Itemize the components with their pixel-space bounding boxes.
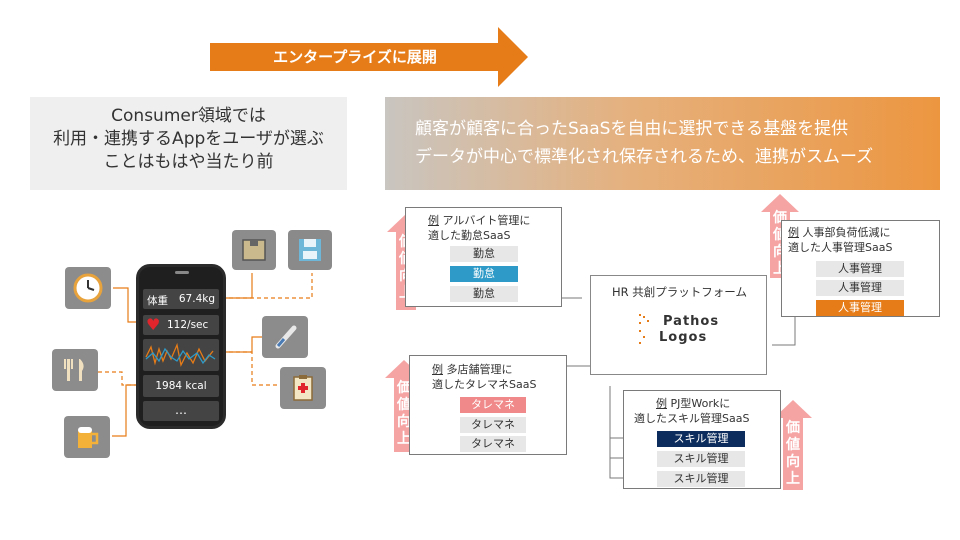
hr-pill-1: 人事管理	[816, 261, 904, 277]
value-up-char-2: 値	[786, 437, 800, 453]
phone-speaker	[175, 271, 189, 274]
more-dots: …	[175, 403, 187, 417]
title-line-2: 適したスキル管理SaaS	[634, 412, 750, 425]
clock-icon	[65, 267, 111, 309]
saas-box-title: 例 多店舗管理に 適したタレマネSaaS	[432, 362, 566, 392]
logo-mark-icon	[639, 314, 649, 344]
value-up-char-3: 向	[786, 454, 800, 470]
attendance-pill-1: 勤怠	[450, 246, 518, 262]
hr-management-saas-box: 例 人事部負荷低減に 適した人事管理SaaS 人事管理 人事管理 人事管理	[781, 220, 940, 317]
banner-label: エンタープライズに展開	[273, 48, 437, 66]
expansion-banner: エンタープライズに展開	[210, 27, 528, 87]
consumer-line-2: 利用・連携するAppをユーザが選ぶ	[53, 129, 324, 149]
enterprise-line-2: データが中心で標準化され保存されるため、連携がスムーズ	[415, 147, 874, 167]
example-label: 例	[788, 226, 799, 239]
value-up-char-4: 上	[786, 471, 800, 487]
heart-rate-card: ♥ 112/sec	[143, 315, 219, 335]
floppy-disk-icon	[288, 230, 332, 270]
consumer-message-box: Consumer領域では 利用・連携するAppをユーザが選ぶ ことはもはや当たり…	[30, 97, 347, 190]
title-line-1: 多店舗管理に	[443, 363, 513, 376]
weight-label: 体重	[147, 295, 168, 307]
skill-pill-1: スキル管理	[657, 431, 745, 447]
hr-pill-3: 人事管理	[816, 300, 904, 316]
attendance-saas-box: 例 アルバイト管理に 適した勤怠SaaS 勤怠 勤怠 勤怠	[405, 207, 562, 307]
hr-pill-2: 人事管理	[816, 280, 904, 296]
wave-chart-card	[143, 339, 219, 371]
calorie-card: 1984 kcal	[143, 375, 219, 397]
title-line-2: 適したタレマネSaaS	[432, 378, 537, 391]
title-line-2: 適した人事管理SaaS	[788, 241, 893, 254]
medical-clipboard-icon	[280, 367, 326, 409]
more-card: …	[143, 401, 219, 421]
talent-saas-box: 例 多店舗管理に 適したタレマネSaaS タレマネ タレマネ タレマネ	[409, 355, 567, 455]
thermometer-icon	[262, 316, 308, 358]
value-up-char-4: 上	[397, 431, 411, 447]
value-up-char-3: 向	[397, 414, 411, 430]
value-up-char-1: 価	[397, 380, 411, 396]
calorie-value: 1984 kcal	[155, 380, 207, 392]
logo-text-line-1: Pathos	[663, 314, 720, 329]
title-line-1: アルバイト管理に	[439, 214, 531, 227]
attendance-pill-2: 勤怠	[450, 266, 518, 282]
pathos-logos-logo: Pathos Logos	[637, 314, 747, 354]
example-label: 例	[428, 214, 439, 227]
talent-pill-1: タレマネ	[460, 397, 526, 413]
enterprise-line-1: 顧客が顧客に合ったSaaSを自由に選択できる基盤を提供	[415, 119, 849, 139]
weight-value: 67.4kg	[178, 293, 215, 305]
hr-platform-title: HR 共創プラットフォーム	[612, 285, 747, 299]
enterprise-message-box: 顧客が顧客に合ったSaaSを自由に選択できる基盤を提供 データが中心で標準化され…	[385, 97, 940, 190]
skill-pill-3: スキル管理	[657, 471, 745, 487]
value-up-arrow-4: 価値向上	[774, 400, 812, 490]
hr-platform-box: HR 共創プラットフォーム Pathos Logos	[590, 275, 767, 375]
safe-box-icon	[232, 230, 276, 270]
title-line-1: 人事部負荷低減に	[799, 226, 891, 239]
activity-wave-icon	[145, 342, 216, 367]
weight-card: 体重 67.4kg	[143, 289, 219, 309]
consumer-line-3: ことはもはや当たり前	[103, 152, 274, 172]
consumer-line-1: Consumer領域では	[111, 106, 266, 126]
skill-pill-2: スキル管理	[657, 451, 745, 467]
example-label: 例	[656, 397, 667, 410]
example-label: 例	[432, 363, 443, 376]
saas-box-title: 例 PJ型Workに 適したスキル管理SaaS	[634, 396, 780, 426]
saas-box-title: 例 アルバイト管理に 適した勤怠SaaS	[428, 213, 558, 243]
beer-icon	[64, 416, 110, 458]
title-line-2: 適した勤怠SaaS	[428, 229, 511, 242]
banner-arrow-shape	[210, 27, 528, 87]
smartphone: 体重 67.4kg ♥ 112/sec 1984 kcal …	[136, 264, 226, 429]
cutlery-icon	[52, 349, 98, 391]
heart-icon: ♥	[146, 315, 161, 334]
talent-pill-3: タレマネ	[460, 436, 526, 452]
logo-text-line-2: Logos	[659, 330, 708, 345]
saas-box-title: 例 人事部負荷低減に 適した人事管理SaaS	[788, 225, 938, 255]
attendance-pill-3: 勤怠	[450, 286, 518, 302]
title-line-1: PJ型Workに	[667, 397, 731, 410]
talent-pill-2: タレマネ	[460, 417, 526, 433]
heart-rate-value: 112/sec	[167, 319, 209, 331]
skill-saas-box: 例 PJ型Workに 適したスキル管理SaaS スキル管理 スキル管理 スキル管…	[623, 390, 781, 489]
value-up-char-1: 価	[786, 420, 800, 436]
value-up-char-2: 値	[397, 397, 411, 413]
